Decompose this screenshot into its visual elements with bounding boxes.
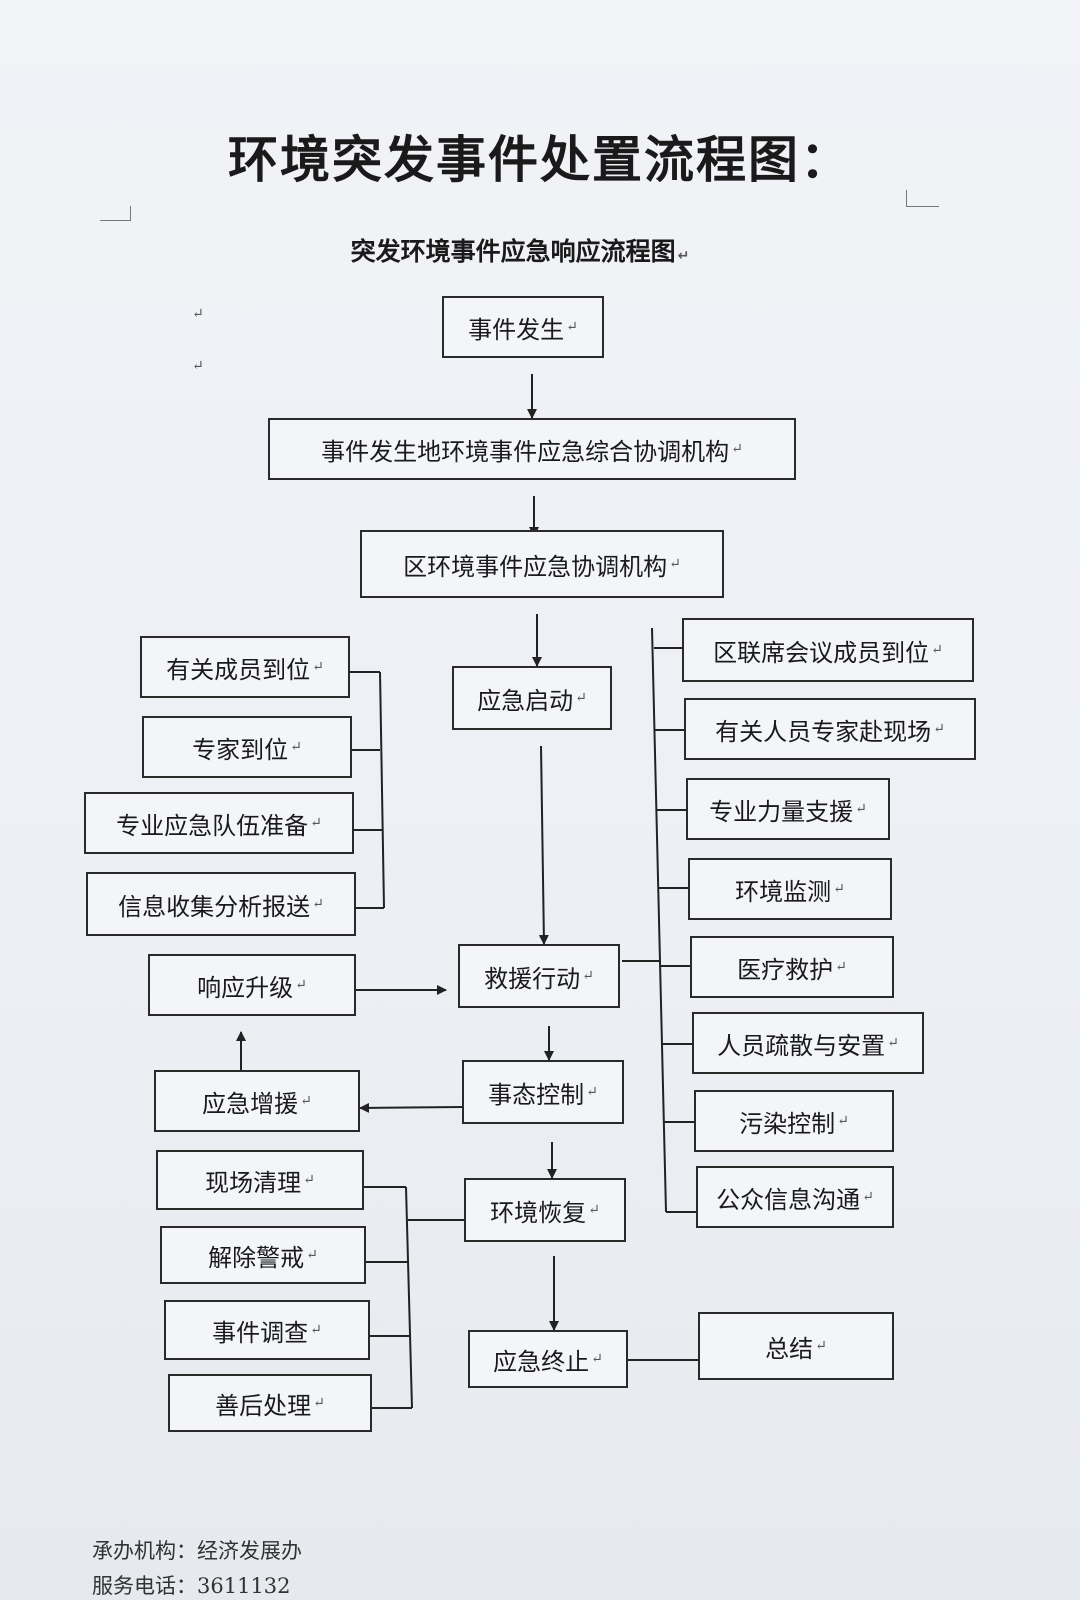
node-aftermath: 善后处理↵ [168, 1374, 372, 1432]
node-members-in-place: 有关成员到位↵ [140, 636, 350, 698]
node-rescue-action: 救援行动↵ [458, 944, 620, 1008]
node-team-ready: 专业应急队伍准备↵ [84, 792, 354, 854]
arrow-connector [359, 1102, 463, 1113]
bracket-connector [651, 627, 667, 1213]
node-emergency-reinforce: 应急增援↵ [154, 1070, 360, 1132]
node-summary: 总结↵ [698, 1312, 894, 1380]
footer-organizer: 承办机构：经济发展办 [92, 1539, 302, 1563]
page-title: 环境突发事件处置流程图： [228, 130, 852, 189]
node-lift-alert: 解除警戒↵ [160, 1226, 366, 1284]
node-environment-recovery: 环境恢复↵ [464, 1178, 626, 1242]
node-local-coordination: 事件发生地环境事件应急综合协调机构↵ [268, 418, 796, 480]
node-experts-to-site: 有关人员专家赴现场↵ [684, 698, 976, 760]
node-emergency-end: 应急终止↵ [468, 1330, 628, 1388]
node-site-clean: 现场清理↵ [156, 1150, 364, 1210]
arrow-connector [538, 745, 549, 945]
diagram-subtitle: 突发环境事件应急响应流程图↵ [350, 237, 690, 266]
bracket-connector [379, 671, 385, 909]
node-emergency-start: 应急启动↵ [452, 666, 612, 730]
node-experts-in-place: 专家到位↵ [142, 716, 352, 778]
node-evacuation: 人员疏散与安置↵ [692, 1012, 924, 1074]
node-pro-support: 专业力量支援↵ [686, 778, 890, 840]
node-medical-rescue: 医疗救护↵ [690, 936, 894, 998]
node-event-investigation: 事件调查↵ [164, 1300, 370, 1360]
node-pollution-control: 污染控制↵ [694, 1090, 894, 1152]
crop-mark-left-icon [100, 206, 131, 221]
node-event-occur: 事件发生↵ [442, 296, 604, 358]
node-info-collect: 信息收集分析报送↵ [86, 872, 356, 936]
node-env-monitor: 环境监测↵ [688, 858, 892, 920]
node-joint-meeting: 区联席会议成员到位↵ [682, 618, 974, 682]
paragraph-mark-icon: ↵ [192, 358, 204, 374]
paragraph-mark-icon: ↵ [192, 306, 204, 322]
paragraph-mark-icon: ↵ [677, 248, 690, 264]
bracket-connector [405, 1186, 413, 1409]
node-public-info: 公众信息沟通↵ [696, 1166, 894, 1228]
crop-mark-right-icon [906, 190, 939, 207]
footer-phone: 服务电话：3611132 [92, 1574, 291, 1598]
node-district-coordination: 区环境事件应急协调机构↵ [360, 530, 724, 598]
node-response-upgrade: 响应升级↵ [148, 954, 356, 1016]
node-situation-control: 事态控制↵ [462, 1060, 624, 1124]
